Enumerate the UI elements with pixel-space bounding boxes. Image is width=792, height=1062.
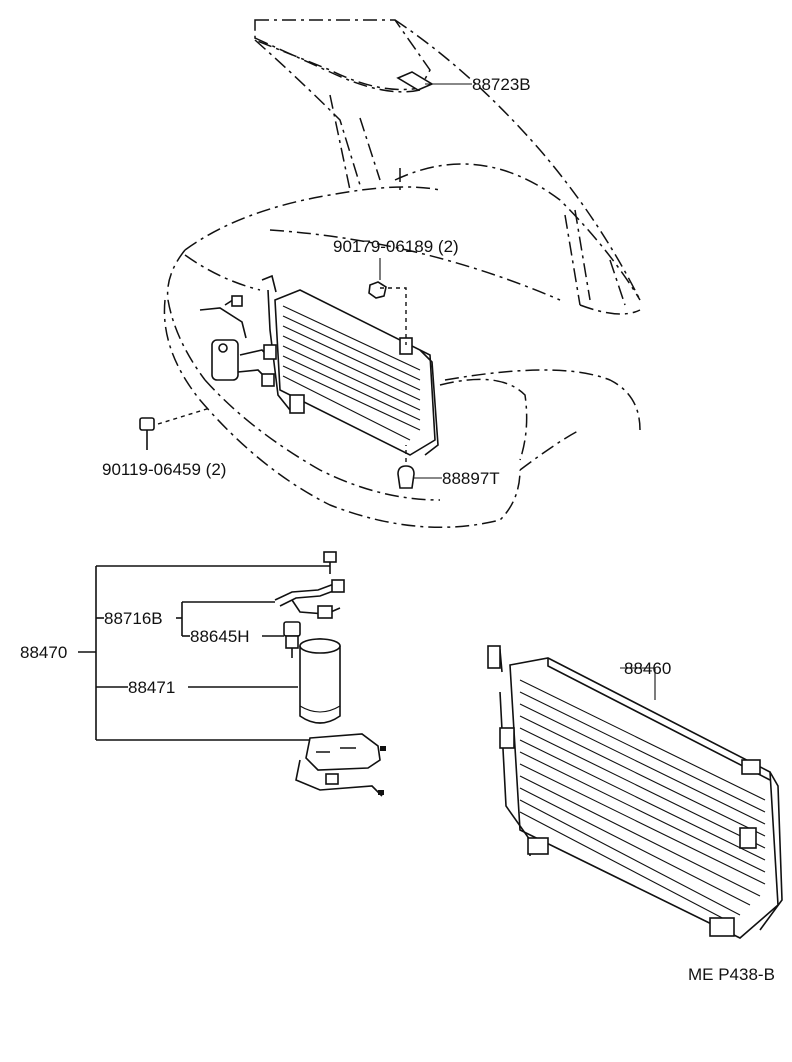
receiver-label: 88471: [128, 678, 175, 697]
bolt-lower-part: [139, 407, 211, 450]
receiver-assy-bracket-lines: [78, 565, 330, 741]
vehicle-outline: [163, 19, 641, 529]
pressure-switch-part: [283, 621, 301, 658]
diagram-code: ME P438-B: [688, 965, 775, 984]
cushion-label: 88897T: [442, 469, 500, 488]
bolt-upper-part: [368, 281, 407, 345]
bolt-upper-label: 90179-06189 (2): [333, 237, 459, 256]
hood-seal-part: [396, 71, 472, 91]
hood-seal-label: 88723B: [472, 75, 531, 94]
pipe-part: [274, 579, 345, 619]
receiver-assy-label: 88470: [20, 643, 67, 662]
receiver-bracket-part: [295, 733, 386, 797]
receiver-installed: [199, 295, 277, 387]
screw-part: [323, 551, 337, 574]
receiver-part: [299, 638, 341, 724]
bolt-lower-label: 90119-06459 (2): [102, 460, 226, 479]
condenser-installed: [261, 274, 439, 456]
condenser-part: [487, 645, 783, 939]
pressure-switch-label: 88645H: [190, 627, 250, 646]
condenser-label: 88460: [624, 659, 671, 678]
pipe-set-label: 88716B: [104, 609, 163, 628]
cushion-part: [397, 445, 442, 489]
